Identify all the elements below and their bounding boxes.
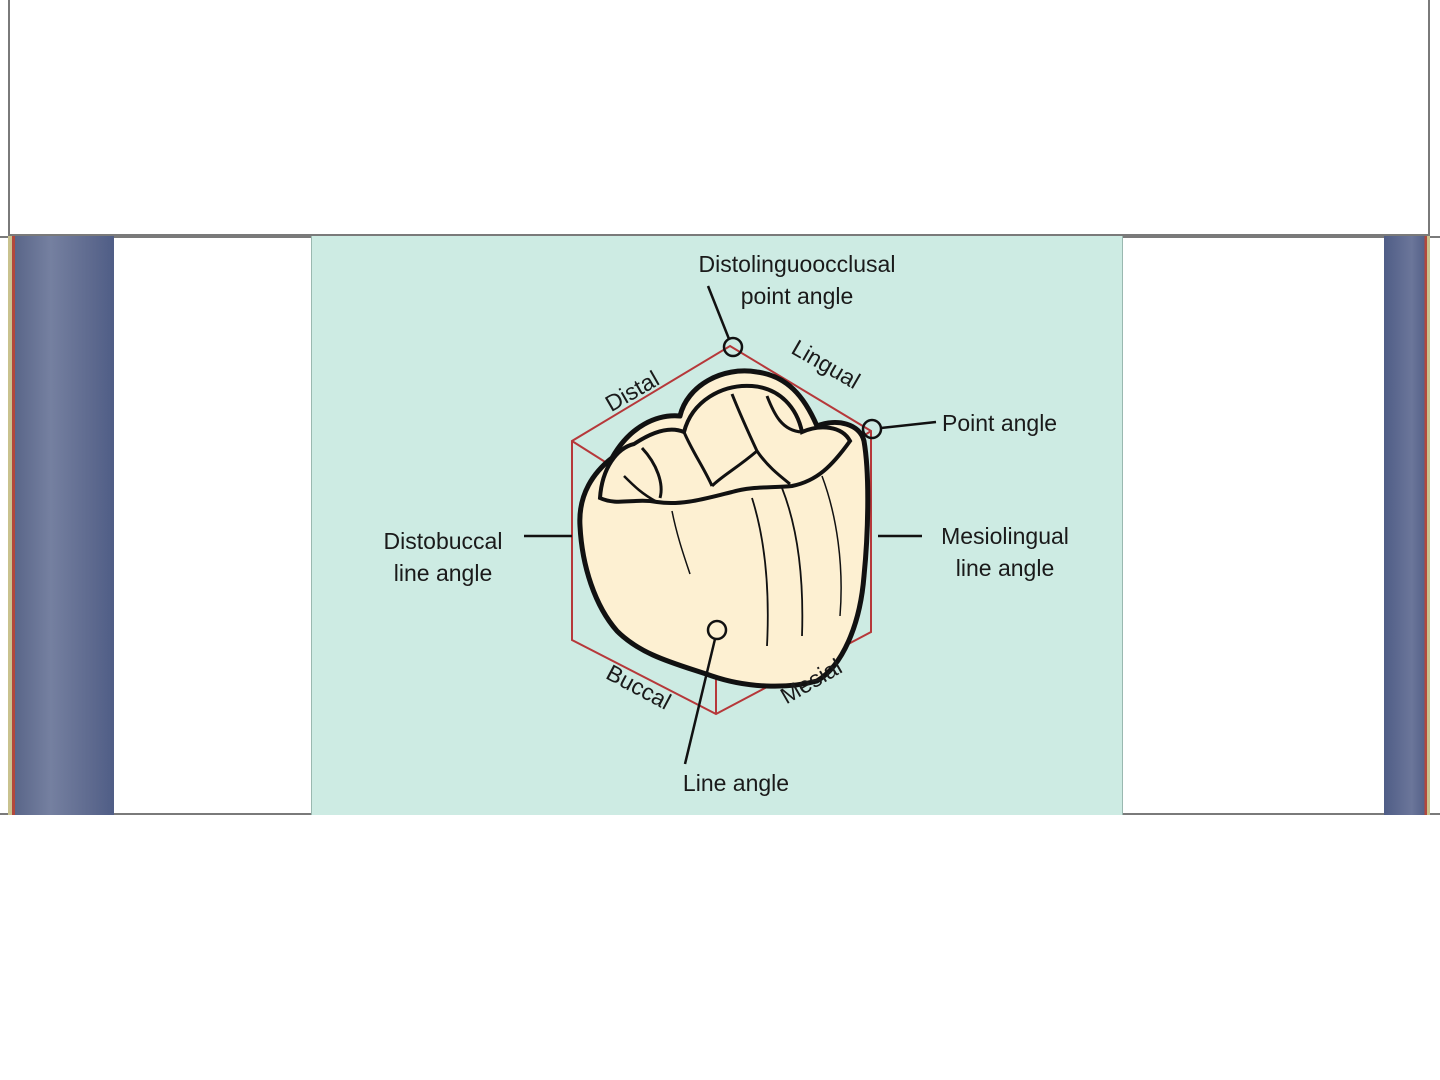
contour-1 (751, 497, 769, 647)
top-blank-panel (8, 0, 1430, 236)
groove-6 (623, 475, 658, 504)
marker-line-angle (706, 619, 728, 641)
leader-line-angle (683, 638, 717, 765)
label-distolinguoocclusal-1: Distolinguoocclusal (699, 251, 896, 277)
left-side-bar (8, 236, 114, 815)
label-buccal: Buccal (602, 659, 675, 714)
tooth-angle-diagram: Distolinguoocclusal point angle Lingual … (311, 236, 1123, 815)
leader-distolinguoocclusal (706, 285, 731, 340)
label-distobuccal-2: line angle (394, 560, 492, 586)
right-side-bar (1384, 236, 1430, 815)
label-distolinguoocclusal-2: point angle (741, 283, 854, 309)
label-distobuccal-1: Distobuccal (384, 528, 503, 554)
tooth-outline (577, 368, 871, 689)
label-mesiolingual-2: line angle (956, 555, 1054, 581)
groove-1 (640, 446, 663, 499)
label-mesiolingual-1: Mesiolingual (941, 523, 1069, 549)
contour-2 (781, 487, 804, 637)
groove-2 (682, 431, 714, 487)
contour-3 (821, 475, 842, 617)
groove-4 (765, 395, 803, 434)
contour-4 (671, 510, 691, 575)
label-point-angle: Point angle (942, 410, 1057, 436)
label-distal: Distal (601, 365, 664, 416)
angle-markers (706, 336, 883, 641)
groove-5 (710, 449, 758, 488)
diagram-svg: Distolinguoocclusal point angle Lingual … (384, 251, 1069, 796)
marker-point-angle (861, 418, 883, 440)
marker-distolinguoocclusal (722, 336, 744, 358)
leader-point-angle (880, 420, 937, 430)
occlusal-outline (597, 383, 853, 506)
leader-lines (524, 285, 937, 765)
label-lingual: Lingual (787, 334, 864, 394)
tooth-crown (577, 368, 871, 689)
label-line-angle: Line angle (683, 770, 789, 796)
